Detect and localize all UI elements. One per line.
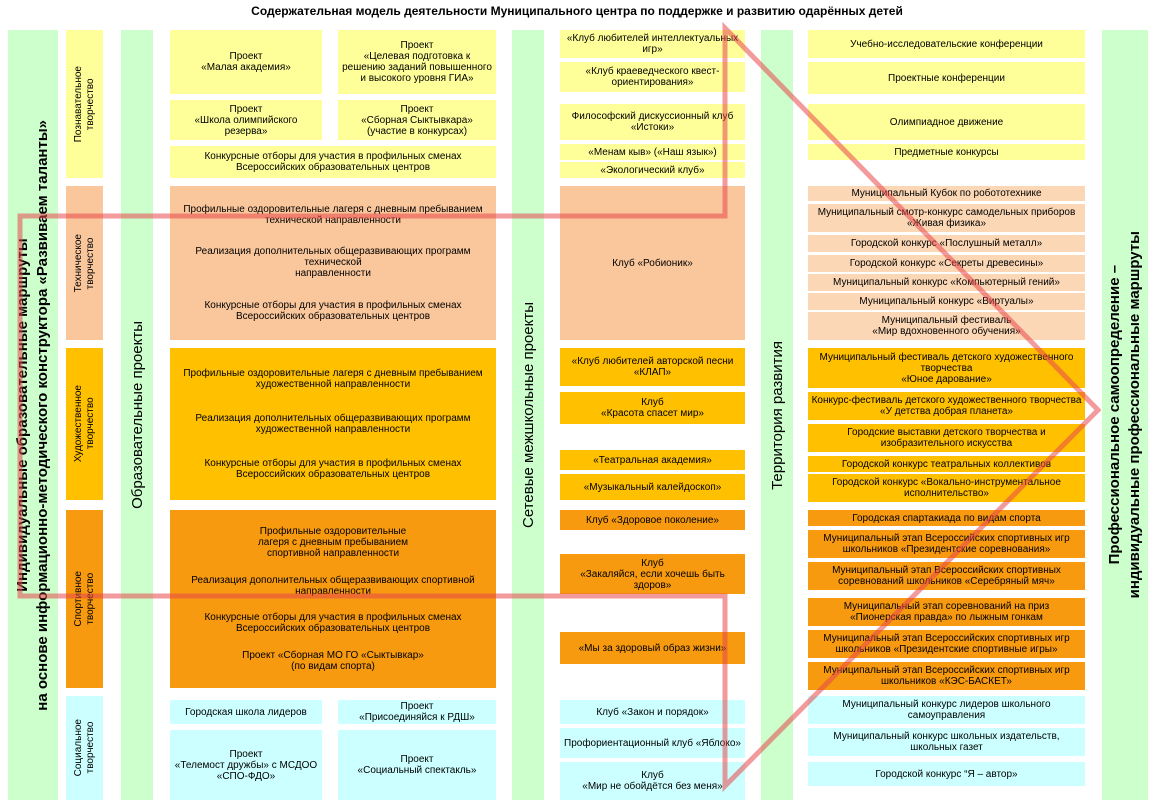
school-press-contest: Муниципальный конкурс школьных издательс…: [808, 728, 1085, 756]
technical-camps: Профильные оздоровительные лагеря с днев…: [183, 204, 483, 227]
artistic-selection: Конкурсные отборы для участия в профильн…: [204, 458, 462, 481]
club-beauty: Клуб «Красота спасет мир»: [560, 392, 745, 424]
sport-camps: Профильные оздоровительные лагеря с днев…: [257, 525, 409, 559]
artistic-camps: Профильные оздоровительные лагеря с днев…: [183, 367, 483, 390]
project-rdsh: Проект «Присоединяйся к РДШ»: [338, 700, 496, 724]
club-author-song: «Клуб любителей авторской песни «КЛАП»: [560, 348, 745, 386]
diagram-title: Содержательная модель деятельности Муниц…: [251, 4, 903, 18]
club-local-quest: «Клуб краеведческого квест-ориентировани…: [560, 62, 745, 92]
sport-selection: Конкурсные отборы для участия в профильн…: [204, 612, 462, 635]
club-healthy-generation: Клуб «Здоровое поколение»: [560, 510, 745, 530]
young-talent-festival: Муниципальный фестиваль детского художес…: [808, 348, 1085, 388]
category-artistic: Художественное творчество: [66, 348, 103, 500]
city-spartakiad: Городская спартакиада по видам спорта: [808, 510, 1085, 526]
project-gia-prep: Проект «Целевая подготовка к решению зад…: [338, 30, 496, 94]
club-apple: Профориентационный клуб «Яблоко»: [560, 728, 745, 758]
technical-programs: Реализация дополнительных общеразвивающи…: [195, 246, 471, 280]
right-side-panel: Профессиональное самоопределение – индив…: [1102, 30, 1148, 800]
club-istoki: Философский дискуссионный клуб «Истоки»: [560, 104, 745, 140]
technical-selection: Конкурсные отборы для участия в профильн…: [204, 299, 462, 322]
wood-secrets-contest: Городской конкурс «Секреты древесины»: [808, 255, 1085, 272]
project-telebridge: Проект «Телемост дружбы» с МСДОО «СПО-ФД…: [170, 730, 322, 800]
network-projects-column: Сетевые межшкольные проекты: [512, 30, 544, 800]
club-law-order: Клуб «Закон и порядок»: [560, 700, 745, 724]
obedient-metal-contest: Городской конкурс «Послушный металл»: [808, 235, 1085, 252]
theatre-contest: Городской конкурс театральных коллективо…: [808, 456, 1085, 472]
live-physics-contest: Муниципальный смотр-конкурс самодельных …: [808, 204, 1085, 232]
technical-edu-block: Профильные оздоровительные лагеря с днев…: [170, 186, 496, 340]
healthy-lifestyle: «Мы за здоровый образ жизни»: [560, 632, 745, 664]
category-social: Социальное творчество: [66, 696, 103, 800]
music-kaleidoscope: «Музыкальный калейдоскоп»: [560, 474, 745, 500]
leaders-contest: Муниципальный конкурс лидеров школьного …: [808, 696, 1085, 724]
project-social-play: Проект «Социальный спектакль»: [338, 730, 496, 800]
olympiad-movement: Олимпиадное движение: [808, 104, 1085, 140]
silver-ball: Муниципальный этап Всероссийских спортив…: [808, 562, 1085, 590]
category-technical: Техническое творчество: [66, 186, 103, 340]
club-our-language: «Менам кыв» («Наш язык»): [560, 144, 745, 160]
sport-edu-block: Профильные оздоровительные лагеря с днев…: [170, 510, 496, 688]
virtuals-contest: Муниципальный конкурс «Виртуалы»: [808, 293, 1085, 310]
club-ecology: «Экологический клуб»: [560, 162, 745, 178]
vocal-instrumental-contest: Городской конкурс «Вокально-инструментал…: [808, 474, 1085, 502]
project-team-syktyvkar: Проект «Сборная Сыктывкара» (участие в к…: [338, 100, 496, 140]
project-small-academy: Проект «Малая академия»: [170, 30, 322, 94]
artistic-programs: Реализация дополнительных общеразвивающи…: [195, 412, 471, 435]
research-conferences: Учебно-исследовательские конференции: [808, 30, 1085, 58]
territory-column: Территория развития: [761, 30, 793, 800]
cognitive-selection: Конкурсные отборы для участия в профильн…: [170, 146, 496, 178]
computer-genius-contest: Муниципальный конкурс «Компьютерный гени…: [808, 274, 1085, 291]
sport-programs: Реализация дополнительных общеразвивающи…: [191, 574, 475, 597]
left-side-panel: Индивидуальные образовательные маршруты …: [8, 30, 58, 800]
kind-planet-festival: Конкурс-фестиваль детского художественно…: [808, 392, 1085, 420]
kes-basket: Муниципальный этап Всероссийских спортив…: [808, 662, 1085, 690]
artistic-edu-block: Профильные оздоровительные лагеря с днев…: [170, 348, 496, 500]
robotics-cup: Муниципальный Кубок по робототехнике: [808, 186, 1085, 201]
club-hardening: Клуб «Закаляйся, если хочешь быть здоров…: [560, 554, 745, 594]
pioneer-truth-ski: Муниципальный этап соревнований на приз …: [808, 598, 1085, 626]
inspired-learning-festival: Муниципальный фестиваль «Мир вдохновенно…: [808, 312, 1085, 340]
club-intellectual-games: «Клуб любителей интеллектуальных игр»: [560, 30, 745, 58]
theatre-academy: «Театральная академия»: [560, 450, 745, 470]
art-exhibitions: Городские выставки детского творчества и…: [808, 424, 1085, 452]
category-cognitive: Познавательное творчество: [66, 30, 103, 178]
club-robionik: Клуб «Робионик»: [560, 186, 745, 340]
subject-contests: Предметные конкурсы: [808, 144, 1085, 160]
edu-projects-column: Образовательные проекты: [121, 30, 153, 800]
arrow-shape: [17, 21, 1102, 793]
category-sport: Спортивное творчество: [66, 510, 103, 688]
project-conferences: Проектные конференции: [808, 62, 1085, 94]
project-team-mo-go: Проект «Сборная МО ГО «Сыктывкар» (по ви…: [242, 650, 424, 673]
city-leaders-school: Городская школа лидеров: [170, 700, 322, 724]
i-am-author-contest: Городской конкурс “Я – автор»: [808, 762, 1085, 786]
club-world-needs-me: Клуб «Мир не обойдётся без меня»: [560, 762, 745, 800]
project-olympic-reserve: Проект «Школа олимпийского резерва»: [170, 100, 322, 140]
presidential-competitions: Муниципальный этап Всероссийских спортив…: [808, 530, 1085, 558]
